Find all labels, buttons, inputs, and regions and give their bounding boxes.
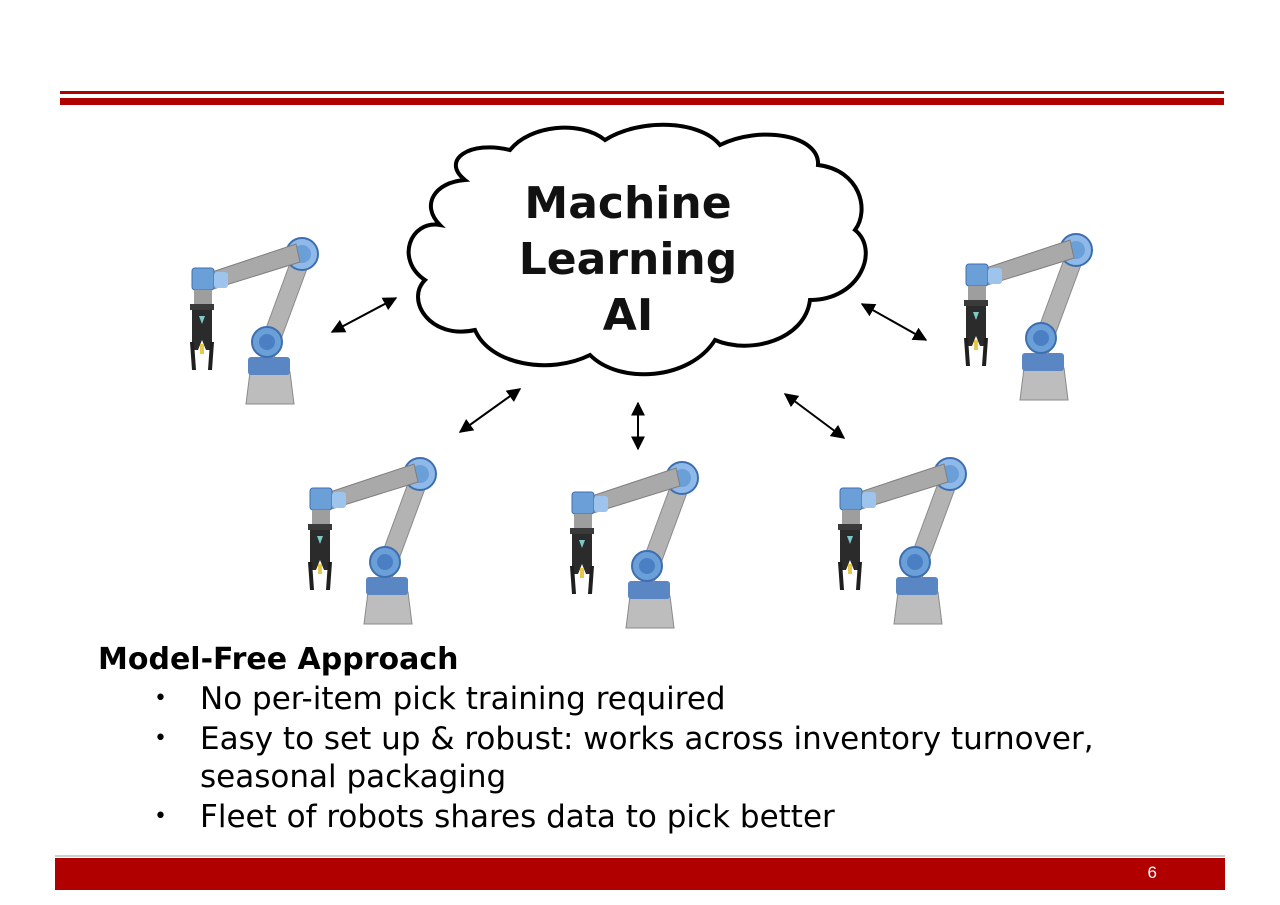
arrow-top-right (860, 303, 928, 341)
robot-bottom-left (307, 457, 437, 625)
bullet-item: • No per-item pick training required (98, 680, 1198, 718)
cloud-label: Machine Learning AI (478, 176, 778, 344)
bullet-icon: • (154, 726, 167, 751)
cloud-label-line-2: Learning (518, 234, 738, 285)
cloud-label-line-1: Machine (524, 178, 732, 229)
robot-bottom-right (837, 457, 967, 625)
content-block: Model-Free Approach • No per-item pick t… (98, 640, 1198, 838)
arrow-bottom-right (783, 393, 846, 439)
section-heading: Model-Free Approach (98, 642, 459, 677)
bullet-item: • Easy to set up & robust: works across … (98, 720, 1198, 796)
bullet-text: Easy to set up & robust: works across in… (200, 721, 1094, 795)
robot-top-left (189, 237, 319, 405)
header-rule-thin (60, 91, 1224, 94)
bullet-list: • No per-item pick training required • E… (98, 680, 1198, 836)
robot-top-right (963, 233, 1093, 401)
bullet-item: • Fleet of robots shares data to pick be… (98, 798, 1198, 836)
arrow-top-left (330, 297, 398, 333)
footer-bar: 6 (55, 855, 1225, 890)
header-rule-thick (60, 98, 1224, 105)
bullet-icon: • (154, 804, 167, 829)
bullet-icon: • (154, 686, 167, 711)
robot-bottom-center (569, 461, 699, 629)
bullet-text: Fleet of robots shares data to pick bett… (200, 799, 835, 835)
page-number: 6 (1147, 863, 1157, 882)
bullet-text: No per-item pick training required (200, 681, 726, 717)
cloud-label-line-3: AI (602, 290, 654, 341)
arrow-bottom-left (458, 388, 522, 433)
cloud-shape (406, 122, 868, 377)
